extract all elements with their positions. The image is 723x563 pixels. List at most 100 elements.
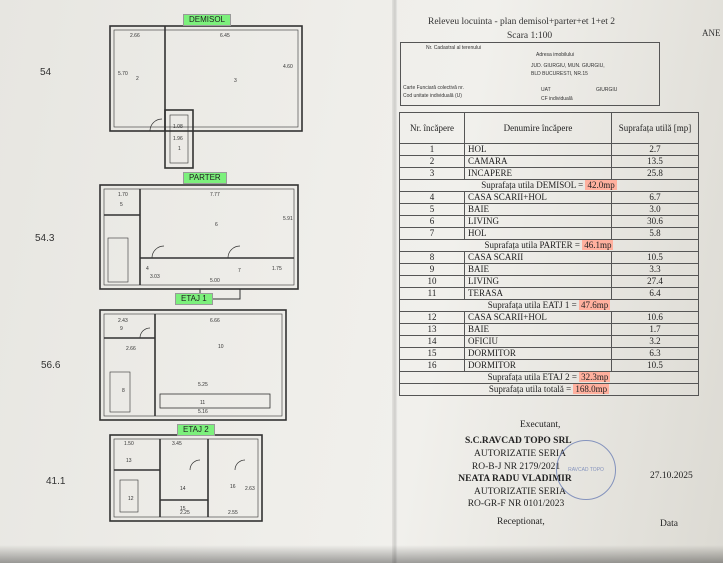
dim-label: 1.08 bbox=[173, 124, 183, 130]
dim-label: 7.77 bbox=[210, 192, 220, 198]
cad-nr-label: Nr. Cadastral al terenului bbox=[426, 45, 482, 51]
rooms-table: Nr. încăpere Denumire încăpere Suprafața… bbox=[399, 112, 699, 396]
cell-room-no: 16 bbox=[399, 359, 465, 372]
dim-label: 6.66 bbox=[210, 318, 220, 324]
side-area-parter: 54.3 bbox=[35, 233, 55, 244]
table-header-row: Nr. încăpere Denumire încăpere Suprafața… bbox=[399, 112, 699, 144]
room-number: 10 bbox=[218, 344, 224, 350]
auth1-number: RO-B-J NR 2179/2021 bbox=[471, 462, 561, 472]
dim-label: 5.16 bbox=[198, 409, 208, 415]
cell-room-no: 10 bbox=[399, 275, 465, 288]
cell-room-no: 2 bbox=[399, 155, 465, 168]
cad-uat-value: GIURGIU bbox=[596, 87, 618, 93]
document-scale: Scara 1:100 bbox=[507, 31, 553, 41]
dim-label: 5.25 bbox=[198, 382, 208, 388]
cell-room-area: 10.6 bbox=[611, 311, 699, 324]
room-number: 1 bbox=[178, 146, 181, 152]
room-number: 12 bbox=[128, 496, 134, 502]
room-number: 2 bbox=[136, 76, 139, 82]
stamp-text: RAVCAD TOPO bbox=[568, 467, 604, 473]
level-tag-demisol: DEMISOL bbox=[183, 14, 232, 26]
header-room-name: Denumire încăpere bbox=[464, 112, 612, 144]
cell-room-name: INCAPERE bbox=[464, 167, 612, 180]
subtotal-label: Suprafața utila PARTER = bbox=[484, 240, 580, 250]
subtotal-cell: Suprafața utila PARTER = 46.1mp bbox=[399, 239, 699, 252]
cell-room-name: CAMARA bbox=[464, 155, 612, 168]
cad-address-line1: JUD. GIURGIU, MUN. GIURGIU, bbox=[531, 63, 605, 69]
dim-label: 2.66 bbox=[130, 33, 140, 39]
company-stamp: RAVCAD TOPO bbox=[556, 440, 616, 500]
cell-room-name: CASA SCARII+HOL bbox=[464, 191, 612, 204]
subtotal-value: 42.0mp bbox=[585, 180, 617, 190]
total-label: Suprafața utila totală = bbox=[488, 384, 572, 394]
cell-room-name: BAIE bbox=[464, 323, 612, 336]
total-value: 168.0mp bbox=[573, 384, 610, 394]
cad-address-line2: BLD BUCURESTI, NR.15 bbox=[531, 71, 588, 77]
total-cell: Suprafața utila totală = 168.0mp bbox=[399, 383, 699, 396]
header-room-area: Suprafața utilă [mp] bbox=[611, 112, 699, 144]
cell-room-area: 6.4 bbox=[611, 287, 699, 300]
subtotal-label: Suprafața utila EATJ 1 = bbox=[487, 300, 577, 310]
cell-room-name: HOL bbox=[464, 227, 612, 240]
subtotal-cell: Suprafața utila DEMISOL = 42.0mp bbox=[399, 179, 699, 192]
dim-label: 1.70 bbox=[118, 192, 128, 198]
subtotal-cell: Suprafața utila ETAJ 2 = 32.3mp bbox=[399, 371, 699, 384]
cell-room-name: LIVING bbox=[464, 215, 612, 228]
room-number: 11 bbox=[200, 400, 205, 406]
floor-plans: 2.66 6.45 5.70 4.60 1.96 1.08 2 3 1 1.70… bbox=[99, 25, 303, 522]
dim-label: 2.43 bbox=[118, 318, 128, 324]
room-number: 14 bbox=[180, 486, 186, 492]
room-number: 8 bbox=[122, 388, 125, 394]
header-room-no: Nr. încăpere bbox=[399, 112, 465, 144]
room-number: 6 bbox=[215, 222, 218, 228]
cell-room-no: 7 bbox=[399, 227, 465, 240]
total-row: Suprafața utila totală = 168.0mp bbox=[399, 383, 699, 396]
cad-cod-label: Cod unitate individuală (U) bbox=[403, 93, 462, 99]
dim-label: 5.91 bbox=[283, 216, 293, 222]
subtotal-row: Suprafața utila EATJ 1 = 47.6mp bbox=[399, 299, 699, 312]
dim-label: 6.45 bbox=[220, 33, 230, 39]
document-title: Releveu locuinta - plan demisol+parter+e… bbox=[428, 17, 616, 27]
subtotal-cell: Suprafața utila EATJ 1 = 47.6mp bbox=[399, 299, 699, 312]
cell-room-name: TERASA bbox=[464, 287, 612, 300]
dim-label: 2.66 bbox=[126, 346, 136, 352]
cad-cf-label: CF individuală bbox=[541, 96, 573, 102]
subtotal-label: Suprafața utila ETAJ 2 = bbox=[487, 372, 577, 382]
cell-room-area: 3.0 bbox=[611, 203, 699, 216]
cell-room-no: 4 bbox=[399, 191, 465, 204]
cell-room-no: 5 bbox=[399, 203, 465, 216]
dim-label: 4.60 bbox=[283, 64, 293, 70]
room-number: 3 bbox=[234, 78, 237, 84]
cell-room-no: 3 bbox=[399, 167, 465, 180]
room-number: 5 bbox=[120, 202, 123, 208]
etaj2-outline bbox=[109, 434, 263, 522]
side-area-etaj2: 41.1 bbox=[46, 476, 66, 487]
cell-room-name: CASA SCARII bbox=[464, 251, 612, 264]
cell-room-area: 6.7 bbox=[611, 191, 699, 204]
dim-label: 1.50 bbox=[124, 441, 134, 447]
level-tag-parter: PARTER bbox=[183, 172, 227, 184]
dim-label: 2.55 bbox=[228, 510, 238, 516]
parter-outline bbox=[99, 184, 299, 290]
cell-room-no: 8 bbox=[399, 251, 465, 264]
cell-room-name: BAIE bbox=[464, 203, 612, 216]
company-name: S.C.RAVCAD TOPO SRL bbox=[465, 436, 572, 446]
dim-label: 5.70 bbox=[118, 71, 128, 77]
executant-label: Executant, bbox=[520, 420, 561, 430]
cell-room-area: 2.7 bbox=[611, 143, 699, 156]
room-number: 4 bbox=[146, 266, 149, 272]
cell-room-no: 1 bbox=[399, 143, 465, 156]
cell-room-area: 3.3 bbox=[611, 263, 699, 276]
etaj1-outline bbox=[99, 309, 287, 421]
